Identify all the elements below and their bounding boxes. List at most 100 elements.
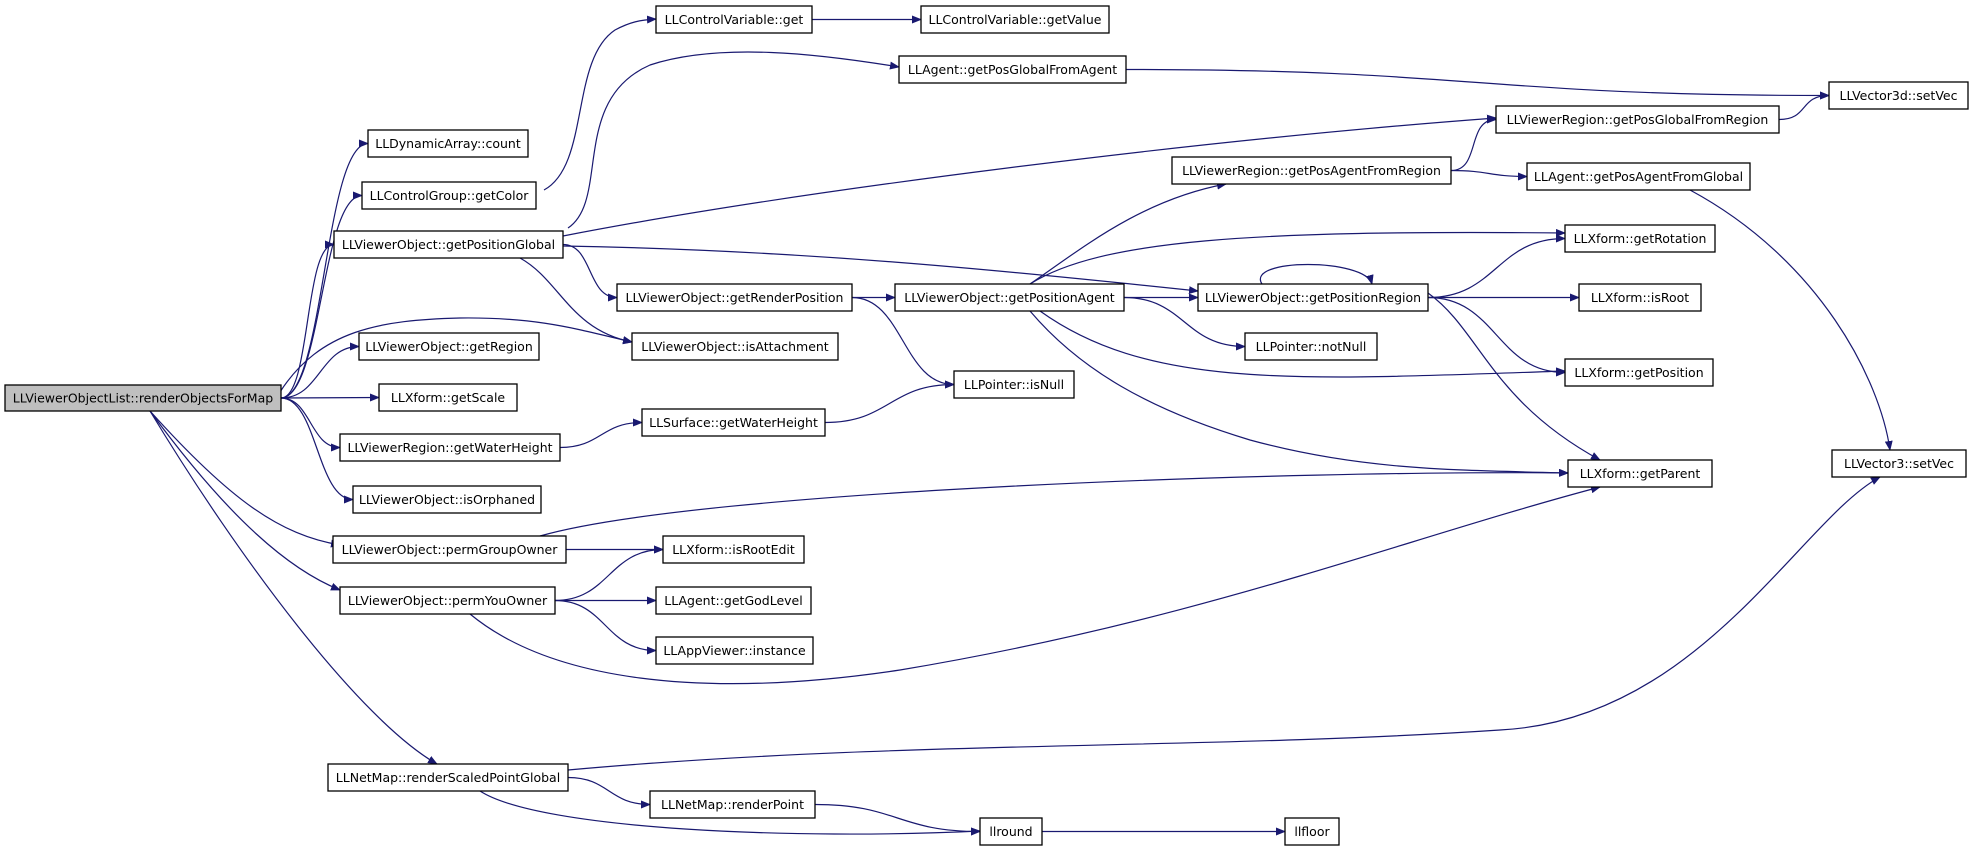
edge-renderpoint-to-llround [814,803,981,836]
edge-posregion-to-getposition [1427,296,1566,377]
node-isrootedit[interactable]: LLXform::isRootEdit [662,535,805,564]
node-vec3set[interactable]: LLVector3::setVec [1831,449,1967,478]
node-getcolor[interactable]: LLControlGroup::getColor [361,181,537,210]
node-waterheight[interactable]: LLViewerRegion::getWaterHeight [339,433,561,462]
node-label-isroot: LLXform::isRoot [1591,290,1689,305]
edge-permyou-to-appinstance [554,599,657,655]
node-label-llfloor: llfloor [1294,824,1330,839]
node-box-godlevel [655,586,812,615]
node-agentposglobal[interactable]: LLAgent::getPosGlobalFromAgent [898,55,1127,84]
node-renderpoint[interactable]: LLNetMap::renderPoint [649,790,816,819]
node-permgroup[interactable]: LLViewerObject::permGroupOwner [332,535,567,564]
edge-root-to-getscale [280,393,380,402]
node-label-getscale: LLXform::getScale [391,390,506,405]
node-label-appinstance: LLAppViewer::instance [663,643,806,658]
node-regionposglobal[interactable]: LLViewerRegion::getPosGlobalFromRegion [1495,105,1780,134]
node-ctrlgetvalue[interactable]: LLControlVariable::getValue [920,5,1110,34]
node-label-getcolor: LLControlGroup::getColor [370,188,530,203]
node-posregion[interactable]: LLViewerObject::getPositionRegion [1197,283,1429,312]
node-label-llround: llround [989,824,1032,839]
edge-renderscaled-to-renderpoint [567,776,651,809]
node-posglobal[interactable]: LLViewerObject::getPositionGlobal [333,230,564,259]
node-posagent[interactable]: LLViewerObject::getPositionAgent [894,283,1125,312]
node-box-regionposglobal [1495,105,1780,134]
node-renderscaled[interactable]: LLNetMap::renderScaledPointGlobal [327,763,569,792]
node-box-getcolor [361,181,537,210]
node-isattach[interactable]: LLViewerObject::isAttachment [631,332,839,361]
node-label-permgroup: LLViewerObject::permGroupOwner [342,542,559,557]
edge-agentposagent-to-vec3set [1689,189,1893,451]
node-llround[interactable]: llround [979,817,1043,846]
node-label-getrotation: LLXform::getRotation [1574,231,1707,246]
edge-renderscaled-to-vec3set [567,476,1881,771]
edge-regionposagent-to-agentposagent [1450,169,1528,181]
node-isnull[interactable]: LLPointer::isNull [953,370,1075,399]
node-label-regionposagent: LLViewerRegion::getPosAgentFromRegion [1182,163,1441,178]
node-box-root [4,384,282,412]
node-surfwater[interactable]: LLSurface::getWaterHeight [641,408,826,437]
node-label-getregion: LLViewerObject::getRegion [365,339,533,354]
edge-posagent-to-regionposagent [1029,181,1227,285]
node-box-regionposagent [1171,156,1452,185]
node-box-renderscaled [327,763,569,792]
edge-renderscaled-to-llround [479,790,981,836]
edge-root-to-getcolor [280,191,363,399]
node-box-isnull [953,370,1075,399]
node-box-permgroup [332,535,567,564]
edge-root-to-posglobal [280,240,335,399]
node-label-agentposagent: LLAgent::getPosAgentFromGlobal [1534,169,1743,184]
node-dyncount[interactable]: LLDynamicArray::count [367,129,529,158]
node-isroot[interactable]: LLXform::isRoot [1578,283,1702,312]
edge-root-to-dyncount [280,139,369,399]
edge-surfwater-to-isnull [824,380,955,424]
node-llfloor[interactable]: llfloor [1284,817,1340,846]
node-box-getparent [1567,459,1713,488]
node-getparent[interactable]: LLXform::getParent [1567,459,1713,488]
edge-posregion-to-getrotation [1427,234,1566,299]
node-getregion[interactable]: LLViewerObject::getRegion [358,332,540,361]
node-renderpos[interactable]: LLViewerObject::getRenderPosition [616,283,853,312]
edge-root-to-permgroup [149,410,341,548]
edge-permyou-to-isrootedit [554,545,664,602]
edge-permyou-to-getparent [469,485,1601,685]
node-ctrlget[interactable]: LLControlVariable::get [655,5,813,34]
node-getposition[interactable]: LLXform::getPosition [1564,358,1714,387]
edge-root-to-isattach [279,317,633,393]
node-godlevel[interactable]: LLAgent::getGodLevel [655,586,812,615]
edge-waterheight-to-surfwater [559,418,643,449]
node-box-dyncount [367,129,529,158]
node-isorphaned[interactable]: LLViewerObject::isOrphaned [352,485,542,514]
node-label-agentposglobal: LLAgent::getPosGlobalFromAgent [908,62,1117,77]
node-root[interactable]: LLViewerObjectList::renderObjectsForMap [4,384,282,412]
node-getscale[interactable]: LLXform::getScale [378,383,518,412]
edge-permgroup-to-getparent [539,468,1569,537]
node-box-isrootedit [662,535,805,564]
node-vec3dset[interactable]: LLVector3d::setVec [1828,81,1969,110]
edge-getcolor-to-ctrlget [543,15,657,191]
node-label-waterheight: LLViewerRegion::getWaterHeight [347,440,552,455]
node-box-renderpos [616,283,853,312]
edge-posglobal-to-posregion [562,245,1199,295]
node-permyou[interactable]: LLViewerObject::permYouOwner [339,586,556,615]
node-regionposagent[interactable]: LLViewerRegion::getPosAgentFromRegion [1171,156,1452,185]
edge-root-to-renderscaled [149,410,438,765]
node-notnull[interactable]: LLPointer::notNull [1244,332,1378,361]
node-label-notnull: LLPointer::notNull [1256,339,1367,354]
node-appinstance[interactable]: LLAppViewer::instance [655,636,814,665]
edge-posregion-to-posregion [1259,263,1374,285]
node-getrotation[interactable]: LLXform::getRotation [1564,224,1716,253]
edge-renderpos-to-isnull [851,296,955,389]
node-box-notnull [1244,332,1378,361]
node-label-vec3dset: LLVector3d::setVec [1840,88,1958,103]
node-label-renderscaled: LLNetMap::renderScaledPointGlobal [336,770,560,785]
node-label-getposition: LLXform::getPosition [1574,365,1703,380]
node-agentposagent[interactable]: LLAgent::getPosAgentFromGlobal [1526,162,1751,191]
nodes-layer: LLViewerObjectList::renderObjectsForMapL… [4,5,1969,846]
node-label-godlevel: LLAgent::getGodLevel [664,593,802,608]
node-box-getrotation [1564,224,1716,253]
node-label-ctrlgetvalue: LLControlVariable::getValue [929,12,1102,27]
node-box-llfloor [1284,817,1340,846]
edge-posagent-to-getrotation [1029,228,1566,285]
edge-posregion-to-getparent [1427,292,1601,461]
node-box-getregion [358,332,540,361]
